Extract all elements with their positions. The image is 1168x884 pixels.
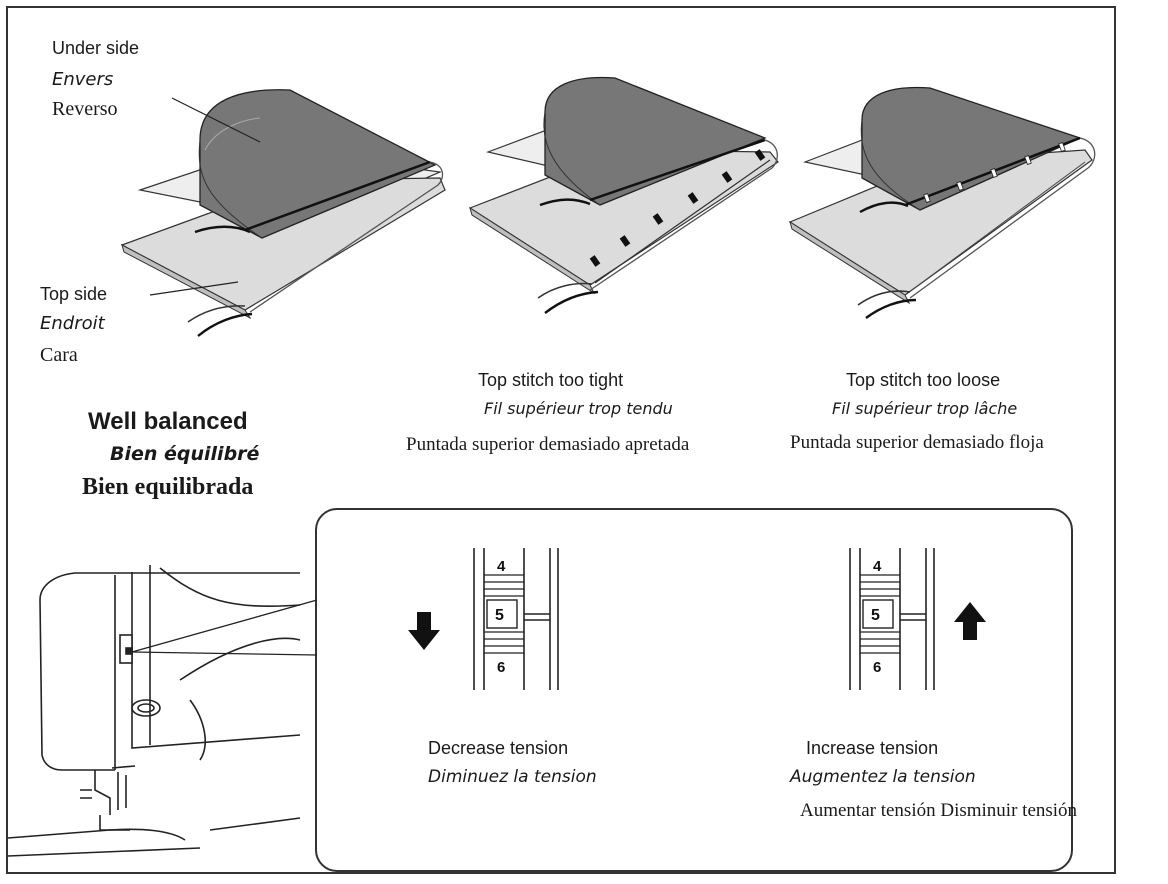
tension-dial-decrease: 4 5 6 <box>408 548 559 690</box>
arrow-up-icon <box>954 602 986 640</box>
balanced-caption-es: Bien equilibrada <box>82 474 254 500</box>
tension-dial-callout <box>315 508 1073 872</box>
dial-left-number-5: 5 <box>495 607 504 624</box>
dial-right-number-4: 4 <box>873 558 882 575</box>
fabric-sample-too-tight <box>468 76 779 314</box>
outer-frame <box>6 6 1116 874</box>
decrease-tension-fr: Diminuez la tension <box>428 767 597 787</box>
tension-dial-increase: 4 5 6 <box>849 548 986 690</box>
callout-pointer-top <box>131 599 318 653</box>
sewing-machine-illustration <box>7 565 301 857</box>
top-side-label-es: Cara <box>40 344 78 366</box>
callout-pointer-bottom <box>131 651 318 656</box>
tight-caption-fr: Fil supérieur trop tendu <box>484 399 673 418</box>
loose-caption-en: Top stitch too loose <box>846 370 1001 390</box>
under-side-pointer <box>171 97 261 143</box>
fabric-sample-balanced <box>120 89 446 337</box>
under-side-label-es: Reverso <box>52 98 118 120</box>
loose-caption-es: Puntada superior demasiado floja <box>790 432 1044 453</box>
top-side-label-en: Top side <box>40 284 108 304</box>
loose-caption-fr: Fil supérieur trop lâche <box>832 399 1018 418</box>
dial-right-number-6: 6 <box>873 659 881 676</box>
top-side-label-fr: Endroit <box>40 313 105 334</box>
tight-caption-es: Puntada superior demasiado apretada <box>406 434 690 455</box>
tight-caption-en: Top stitch too tight <box>478 370 624 390</box>
arrow-down-icon <box>408 612 440 650</box>
dial-left-number-6: 6 <box>497 659 505 676</box>
dial-left-number-4: 4 <box>497 558 506 575</box>
decrease-tension-en: Decrease tension <box>428 738 569 758</box>
under-side-label-fr: Envers <box>52 69 114 90</box>
increase-tension-fr: Augmentez la tension <box>790 767 976 787</box>
under-side-label-en: Under side <box>52 38 140 58</box>
top-side-pointer <box>149 281 239 296</box>
fabric-sample-too-loose <box>788 86 1096 319</box>
dial-right-number-5: 5 <box>871 607 880 624</box>
increase-tension-en: Increase tension <box>806 738 939 758</box>
tension-spanish-line: Aumentar tensión Disminuir tensión <box>800 800 1078 821</box>
balanced-caption-en: Well balanced <box>88 408 248 435</box>
balanced-caption-fr: Bien équilibré <box>110 443 260 465</box>
